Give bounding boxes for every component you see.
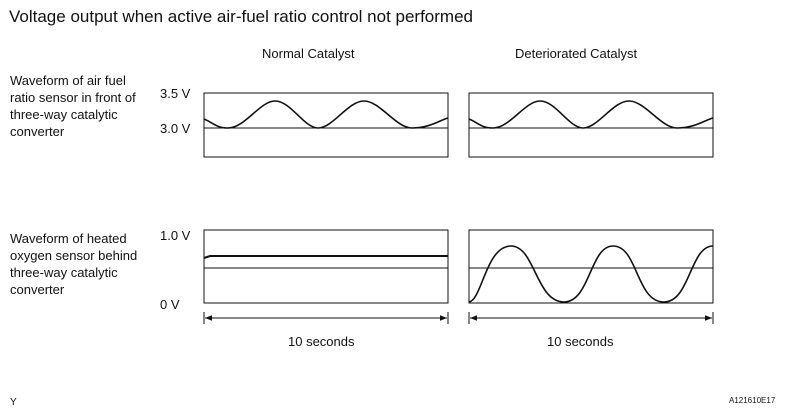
ho2-flat-waveform xyxy=(203,255,448,259)
ho2-sensor-low-voltage-label: 0 V xyxy=(160,297,180,312)
af-sensor-deteriorated-panel xyxy=(468,92,714,158)
af-waveform xyxy=(468,100,714,129)
ho2-sensor-deteriorated-panel xyxy=(468,229,714,304)
corner-letter: Y xyxy=(10,397,17,408)
af-sensor-normal-panel xyxy=(203,92,449,158)
panel-frame xyxy=(468,92,714,158)
ho2-oscillating-waveform xyxy=(468,245,714,303)
figure-code: A121610E17 xyxy=(729,396,776,405)
panel-frame xyxy=(203,92,449,158)
ho2-sensor-normal-panel xyxy=(203,229,449,304)
deteriorated-duration-label: 10 seconds xyxy=(547,334,614,349)
af-sensor-low-voltage-label: 3.0 V xyxy=(160,121,191,136)
time-span-normal xyxy=(203,312,449,324)
af-sensor-row-label: Waveform of air fuel ratio sensor in fro… xyxy=(10,73,136,139)
normal-catalyst-heading: Normal Catalyst xyxy=(262,46,355,61)
af-sensor-high-voltage-label: 3.5 V xyxy=(160,86,191,101)
page-title: Voltage output when active air-fuel rati… xyxy=(9,7,473,26)
ho2-sensor-row-label: Waveform of heated oxygen sensor behind … xyxy=(10,231,138,297)
time-span-deteriorated xyxy=(468,312,714,324)
panel-frame xyxy=(468,229,714,304)
normal-duration-label: 10 seconds xyxy=(288,334,355,349)
ho2-sensor-high-voltage-label: 1.0 V xyxy=(160,228,191,243)
deteriorated-catalyst-heading: Deteriorated Catalyst xyxy=(515,46,638,61)
panel-frame xyxy=(203,229,449,304)
af-waveform xyxy=(203,100,449,129)
